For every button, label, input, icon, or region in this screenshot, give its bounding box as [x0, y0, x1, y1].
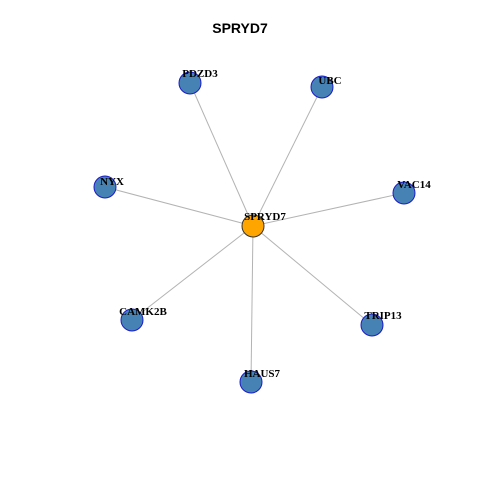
edge-spryd7-camk2b: [131, 225, 254, 321]
label-camk2b: CAMK2B: [119, 306, 167, 318]
edge-spryd7-vac14: [252, 192, 405, 227]
node-vac14: [392, 181, 416, 205]
node-spryd7: [241, 214, 265, 238]
node-ubc: [310, 75, 334, 99]
label-haus7: HAUS7: [244, 368, 281, 380]
node-trip13: [360, 313, 384, 337]
label-vac14: VAC14: [397, 179, 431, 191]
node-camk2b: [120, 308, 144, 332]
label-trip13: TRIP13: [364, 310, 402, 322]
edge-spryd7-ubc: [252, 86, 323, 227]
edge-spryd7-pdzd3: [189, 82, 254, 227]
label-spryd7: SPRYD7: [244, 211, 286, 223]
node-haus7: [239, 370, 263, 394]
label-nyx: NYX: [100, 176, 124, 188]
label-pdzd3: PDZD3: [182, 68, 218, 80]
label-ubc: UBC: [318, 75, 341, 87]
edge-spryd7-haus7: [250, 225, 254, 383]
node-pdzd3: [178, 71, 202, 95]
edge-spryd7-trip13: [252, 225, 373, 326]
edge-spryd7-nyx: [104, 186, 254, 227]
node-nyx: [93, 175, 117, 199]
network-title: SPRYD7: [212, 20, 268, 36]
